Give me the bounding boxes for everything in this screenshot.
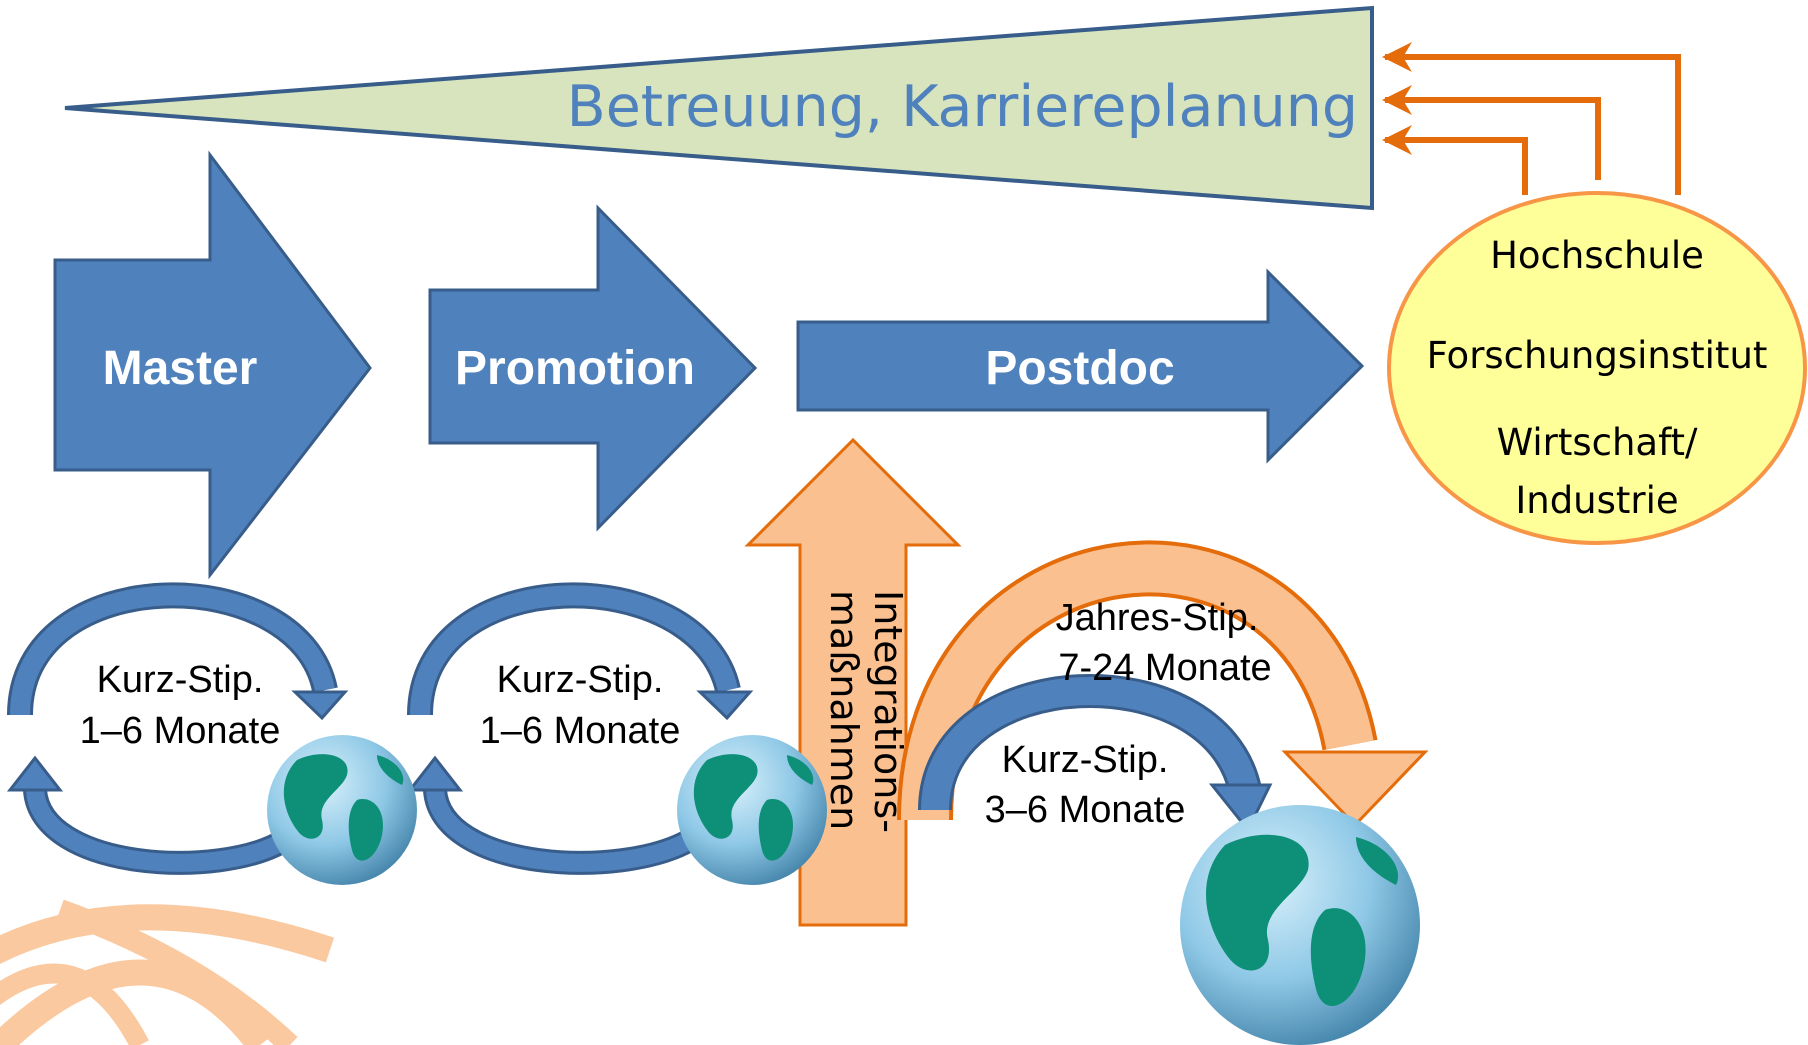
stage-label-master: Master xyxy=(103,342,258,395)
destination-forschungsinstitut: Forschungsinstitut xyxy=(1427,334,1768,377)
stip-label-kurz-c-1: Kurz-Stip. xyxy=(1002,739,1169,781)
destination-wirtschaft: Wirtschaft/ xyxy=(1497,421,1698,464)
curved-arrow-icon xyxy=(897,540,1429,828)
curved-arrow-icon xyxy=(406,582,754,875)
feedback-arrows xyxy=(1382,42,1681,195)
globe-icon xyxy=(677,735,827,885)
feedback-arrow-forschung xyxy=(1382,85,1601,180)
stip-label-kurz-a-1: Kurz-Stip. xyxy=(97,659,264,701)
globe-icon xyxy=(1180,805,1420,1045)
stip-label-kurz-b-2: 1–6 Monate xyxy=(480,710,681,752)
stage-label-promotion: Promotion xyxy=(455,342,695,395)
globe-watermark-icon xyxy=(0,899,335,1045)
curved-arrow-icon xyxy=(6,582,349,875)
stip-label-jahres-1: Jahres-Stip. xyxy=(1056,597,1259,639)
banner-title: Betreuung, Karriereplanung xyxy=(567,74,1358,140)
stage-arrow-promotion: Promotion xyxy=(428,204,758,532)
stip-label-jahres-2: 7-24 Monate xyxy=(1058,647,1271,689)
destination-hochschule: Hochschule xyxy=(1490,234,1704,277)
destination-circle: Hochschule Forschungsinstitut Wirtschaft… xyxy=(1387,191,1807,545)
stip-label-kurz-b-1: Kurz-Stip. xyxy=(497,659,664,701)
destination-industrie: Industrie xyxy=(1515,479,1678,522)
stage-arrow-postdoc: Postdoc xyxy=(796,268,1365,464)
stage-arrow-master: Master xyxy=(53,150,372,580)
banner-wedge: Betreuung, Karriereplanung xyxy=(64,5,1374,211)
globe-icon xyxy=(267,735,417,885)
stage-label-postdoc: Postdoc xyxy=(985,342,1174,395)
feedback-arrow-hochschule xyxy=(1382,125,1528,195)
curved-arrow-icon xyxy=(918,674,1273,833)
feedback-arrow-wirtschaft xyxy=(1382,42,1681,195)
stip-label-kurz-a-2: 1–6 Monate xyxy=(80,710,281,752)
integration-label-2: maßnahmen xyxy=(822,590,866,830)
stip-label-kurz-c-2: 3–6 Monate xyxy=(985,789,1186,831)
